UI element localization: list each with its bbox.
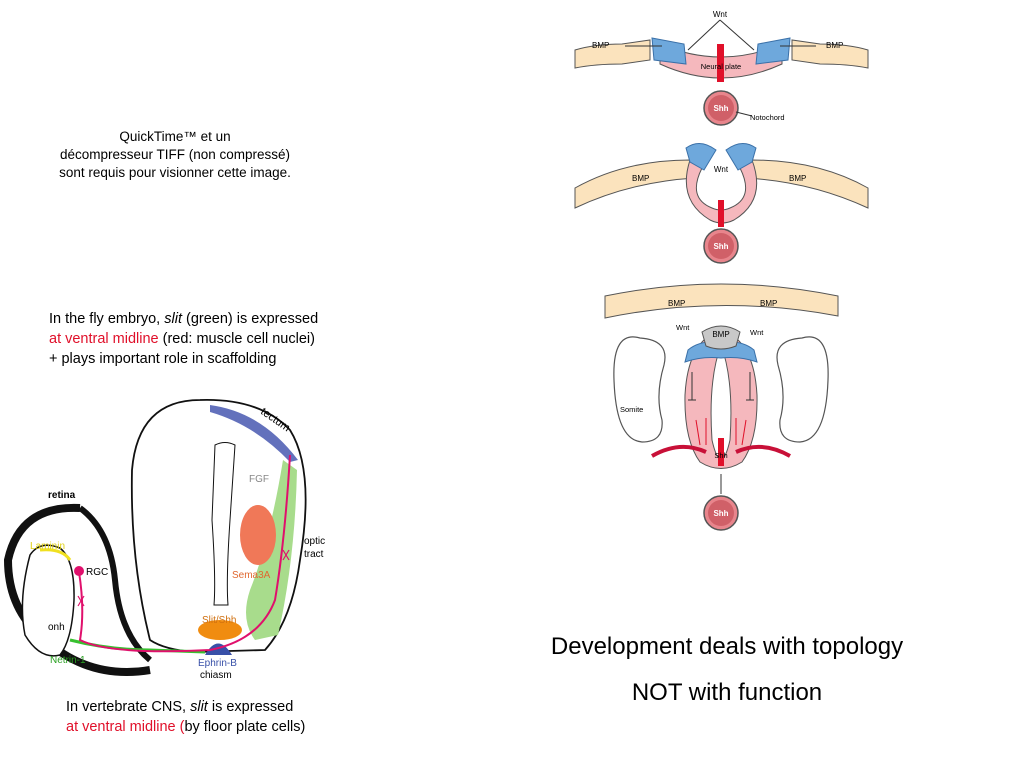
fly-caption-text: In the fly embryo,: [49, 311, 165, 327]
slit-gene-name: slit: [164, 311, 182, 327]
notochord-core: [708, 95, 734, 121]
fly-caption-line-2: at ventral midline (red: muscle cell nuc…: [49, 329, 318, 349]
chiasm-label: chiasm: [200, 670, 232, 681]
cns-caption-text: by floor plate cells): [184, 719, 306, 735]
retina-layer: [3, 503, 151, 676]
notice-line-3: sont requis pour visionner cette image.: [59, 165, 291, 180]
somite-left: [613, 336, 666, 443]
vertebrate-cns-caption: In vertebrate CNS, slit is expressed at …: [66, 697, 305, 737]
ventral-midline-highlight: at ventral midline (: [66, 719, 185, 735]
signal-arc-left: [651, 444, 707, 458]
optic-tract-label-1: optic: [304, 536, 325, 547]
notice-line-1: QuickTime™ et un: [119, 129, 231, 144]
fly-embryo-caption: In the fly embryo, slit (green) is expre…: [49, 309, 318, 369]
slit-gene-name: slit: [190, 699, 208, 715]
wnt-domain-left: [685, 143, 717, 171]
sema3a-region: [240, 505, 276, 565]
rgc-label: RGC: [86, 567, 108, 578]
retina-label: retina: [48, 490, 76, 501]
floor-plate-bar: [718, 438, 724, 466]
ephrin-region: [205, 643, 232, 655]
laminin-label: Laminin: [30, 541, 65, 552]
fgf-midline: [211, 442, 236, 606]
eye-cup: [21, 544, 75, 657]
signal-arc-right: [735, 444, 791, 458]
fly-caption-line-3: + plays important role in scaffolding: [49, 351, 277, 367]
notochord-core: [708, 233, 734, 259]
notice-line-2: décompresseur TIFF (non compressé): [59, 147, 291, 162]
midline-bar: [717, 44, 724, 82]
wnt-arrow: [687, 19, 721, 51]
retina-inner: [78, 505, 152, 663]
rgc-cell: [74, 566, 84, 576]
ventral-midline-highlight: at ventral midline: [49, 331, 159, 347]
wnt-label: Wnt: [713, 10, 728, 19]
cns-caption-line-1: In vertebrate CNS, slit is expressed: [66, 697, 305, 717]
wnt-label: Wnt: [676, 323, 690, 332]
ectoderm-left: [574, 39, 651, 69]
headline-line-2: NOT with function: [631, 679, 823, 706]
wnt-arrow: [719, 19, 755, 51]
shh-label: Shh: [713, 242, 728, 251]
bmp-center-label: BMP: [712, 330, 729, 339]
optic-tract-label-2: tract: [304, 549, 324, 560]
upward-arrows: [695, 418, 747, 446]
wnt-domain-right: [755, 37, 791, 65]
netrin-label: Netrin-1: [50, 655, 86, 666]
bmp-label: BMP: [668, 299, 685, 308]
somite-label: Somite: [620, 405, 643, 414]
neural-groove-stage: Wnt BMP BMP Shh: [574, 143, 869, 264]
neural-plate-label: Neural plate: [701, 62, 741, 71]
shh-label: Shh: [713, 509, 728, 518]
ectoderm-right: [791, 39, 869, 69]
ectoderm: [604, 283, 839, 319]
neural-plate-stage: Wnt BMP BMP Neural plate Shh Notochord: [574, 10, 869, 126]
headline-line-1: Development deals with topology: [550, 633, 904, 660]
ephrin-label: Ephrin-B: [198, 658, 237, 669]
roof-plate: [701, 325, 741, 350]
bmp-label: BMP: [826, 41, 843, 50]
shh-label: Shh: [713, 104, 728, 113]
fly-caption-text: (green) is expressed: [181, 311, 319, 327]
notochord-pointer: [735, 111, 753, 117]
midline-bar: [718, 200, 724, 227]
shh-floor-label: Shh: [714, 451, 727, 460]
wnt-label: Wnt: [750, 328, 764, 337]
bmp-label: BMP: [592, 41, 609, 50]
cns-caption-line-2: at ventral midline (by floor plate cells…: [66, 717, 305, 737]
slit-shh-label: Slit/Shh: [202, 615, 236, 626]
cns-caption-text: is expressed: [207, 699, 294, 715]
slit-shh-region: [198, 620, 242, 640]
bmp-label: BMP: [760, 299, 777, 308]
fgf-label: FGF: [249, 474, 269, 485]
fly-caption-text: (red: muscle cell nuclei): [158, 331, 315, 347]
axon-growth-cones: [77, 549, 290, 607]
fly-caption-line-1: In the fly embryo, slit (green) is expre…: [49, 309, 318, 329]
neural-tube-stage: BMP BMP BMP Wnt Wnt Somite Shh Shh: [604, 283, 839, 531]
onh-label: onh: [48, 622, 65, 633]
tectum-region: [210, 405, 298, 462]
bmp-label: BMP: [632, 174, 649, 183]
somite-right: [776, 336, 829, 443]
wnt-label: Wnt: [714, 165, 729, 174]
notochord-label: Notochord: [750, 113, 785, 122]
cns-caption-text: In vertebrate CNS,: [66, 699, 191, 715]
rgc-axon-path: [78, 454, 291, 653]
wnt-domain-left: [651, 37, 687, 65]
notochord-core: [708, 500, 734, 526]
laminin-region: [39, 548, 72, 561]
wnt-domain-right: [725, 143, 757, 171]
bmp-label: BMP: [789, 174, 806, 183]
missing-image-notice: QuickTime™ et un décompresseur TIFF (non…: [20, 128, 330, 182]
sema3a-label: Sema3A: [232, 570, 271, 581]
